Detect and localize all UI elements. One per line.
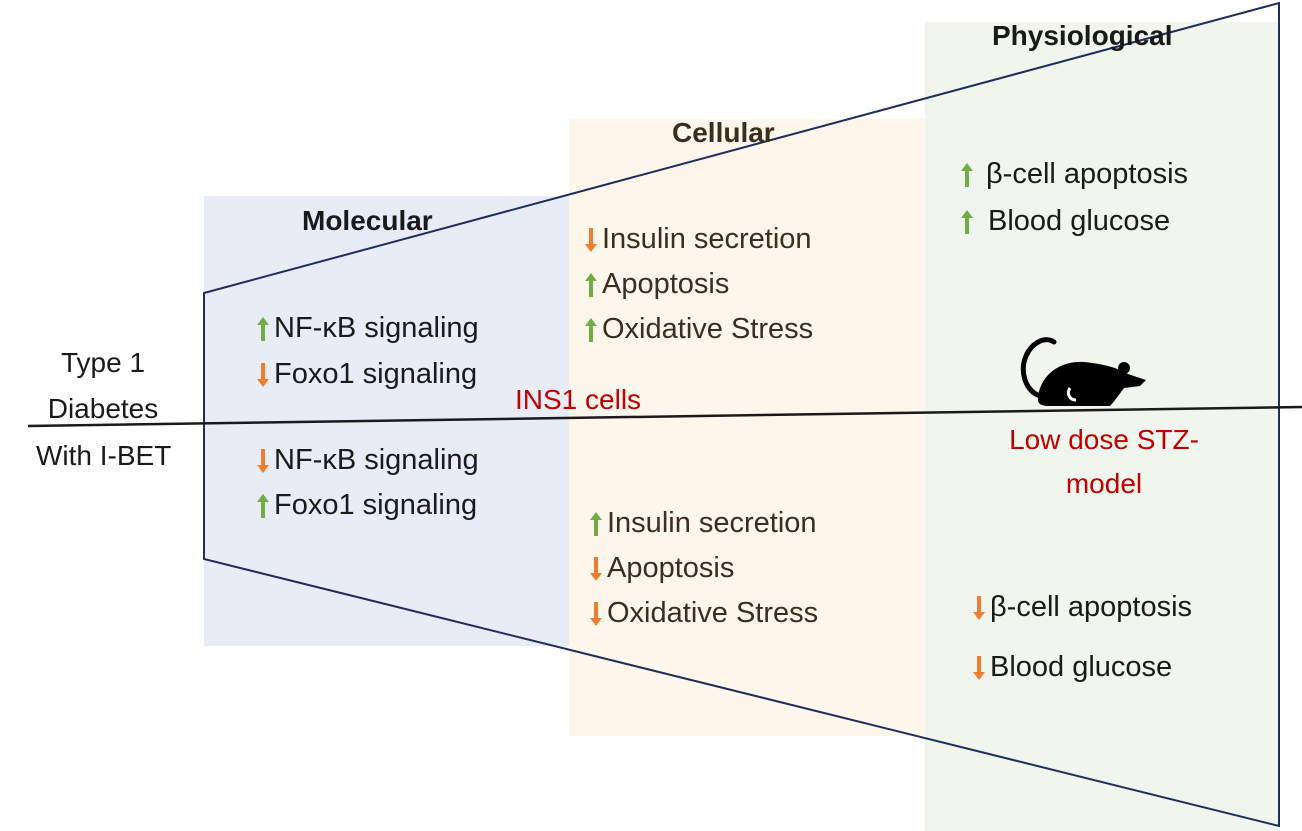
physiological-bottom-text-1: Blood glucose [990, 651, 1173, 683]
stz-model-line1: Low dose STZ- [1009, 424, 1199, 455]
cellular-bottom-text-2: Oxidative Stress [607, 597, 819, 629]
down-arrow-icon [256, 362, 270, 388]
up-arrow-icon [584, 317, 598, 343]
cellular-top-item-1: Apoptosis [584, 268, 729, 301]
molecular-top-item-1: Foxo1 signaling [256, 358, 477, 391]
cellular-bottom-text-1: Apoptosis [607, 552, 735, 584]
physiological-header: Physiological [992, 20, 1173, 51]
down-arrow-icon [589, 601, 603, 627]
cellular-bottom-item-0: Insulin secretion [589, 507, 817, 540]
physiological-bottom-text-0: β-cell apoptosis [990, 591, 1193, 623]
cellular-top-text-2: Oxidative Stress [602, 313, 814, 345]
down-arrow-icon [256, 448, 270, 474]
type1-label-line1: Type 1 [60, 347, 146, 378]
physiological-bottom-item-1: Blood glucose [972, 651, 1172, 684]
cellular-panel [569, 119, 926, 736]
up-arrow-icon [584, 272, 598, 298]
molecular-bottom-item-0: NF-κB signaling [256, 444, 479, 477]
down-arrow-icon [972, 595, 986, 621]
cellular-bottom-item-2: Oxidative Stress [589, 597, 818, 630]
physiological-top-item-0: β-cell apoptosis [960, 158, 1188, 191]
up-arrow-icon [589, 511, 603, 537]
up-arrow-icon [256, 316, 270, 342]
down-arrow-icon [584, 227, 598, 253]
down-arrow-icon [589, 556, 603, 582]
cellular-bottom-text-0: Insulin secretion [607, 507, 817, 539]
physiological-top-text-0: β-cell apoptosis [986, 158, 1189, 190]
cellular-top-item-0: Insulin secretion [584, 223, 812, 256]
cellular-top-text-0: Insulin secretion [602, 223, 812, 255]
up-arrow-icon [960, 209, 974, 235]
cellular-top-text-1: Apoptosis [602, 268, 730, 300]
physiological-top-item-1: Blood glucose [960, 205, 1170, 238]
with-ibet-label: With I-BET [36, 440, 172, 471]
physiological-panel [925, 22, 1278, 831]
down-arrow-icon [972, 655, 986, 681]
molecular-bottom-text-0: NF-κB signaling [274, 444, 479, 476]
molecular-top-text-1: Foxo1 signaling [274, 358, 478, 390]
funnel-shape [203, 1, 1280, 828]
molecular-top-item-0: NF-κB signaling [256, 312, 479, 345]
stz-model-label: Low dose STZ- model [986, 418, 1222, 506]
up-arrow-icon [256, 493, 270, 519]
molecular-top-text-0: NF-κB signaling [274, 312, 479, 344]
cellular-header: Cellular [672, 117, 775, 148]
type1-label-line2: Diabetes [47, 393, 159, 424]
stz-model-line2: model [1065, 468, 1143, 499]
cellular-top-item-2: Oxidative Stress [584, 313, 813, 346]
ins1-cells-label: INS1 cells [515, 384, 642, 415]
divider-line [27, 405, 1302, 428]
molecular-bottom-item-1: Foxo1 signaling [256, 489, 477, 522]
up-arrow-icon [960, 162, 974, 188]
physiological-bottom-item-0: β-cell apoptosis [972, 591, 1192, 624]
type1-diabetes-label: Type 1 Diabetes [38, 340, 168, 432]
cellular-bottom-item-1: Apoptosis [589, 552, 734, 585]
mouse-icon [1020, 337, 1146, 406]
physiological-top-text-1: Blood glucose [988, 205, 1171, 237]
molecular-header: Molecular [302, 205, 433, 236]
molecular-bottom-text-1: Foxo1 signaling [274, 489, 478, 521]
